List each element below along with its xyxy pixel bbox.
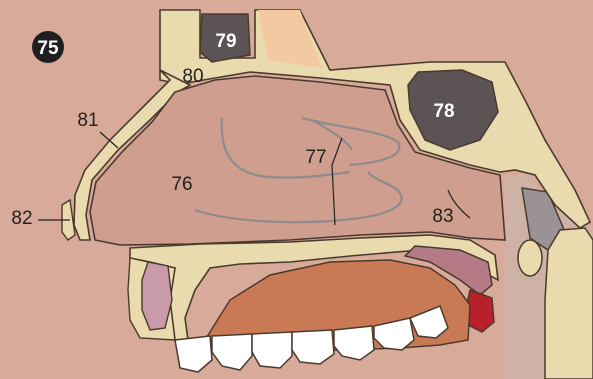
label-80: 80 — [182, 66, 203, 87]
label-81: 81 — [77, 110, 98, 131]
vertebra — [545, 228, 593, 379]
figure-number: 75 — [37, 38, 59, 59]
label-77: 77 — [305, 147, 326, 168]
lip-mucosa — [142, 262, 172, 330]
label-79: 79 — [215, 31, 236, 52]
label-76: 76 — [171, 174, 192, 195]
label-83: 83 — [432, 206, 453, 227]
atlas-arch — [518, 240, 542, 276]
label-82: 82 — [11, 208, 32, 229]
label-78: 78 — [433, 101, 454, 122]
